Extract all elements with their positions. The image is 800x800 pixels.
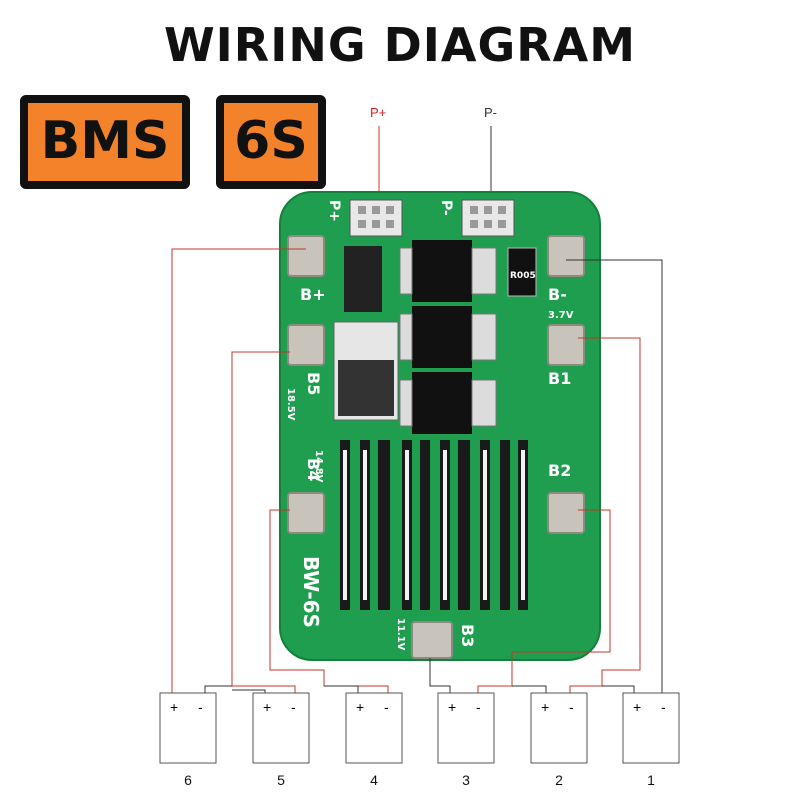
pad-b2 (547, 492, 585, 534)
p-plus-terminal-label: P+ (370, 105, 387, 120)
cell3-plus: + (448, 699, 456, 715)
silk-b-plus: B+ (300, 285, 326, 304)
silk-voltage-11-1: 11.1V (395, 618, 406, 651)
silk-b4: B4 (304, 458, 323, 481)
cell2-minus: - (569, 699, 574, 715)
silk-b-minus: B- (548, 285, 567, 304)
cell1-plus: + (633, 699, 641, 715)
wire-b-minus (566, 259, 663, 700)
wire-b-plus (171, 248, 306, 700)
cell2-plus: + (541, 699, 549, 715)
cell3-minus: - (476, 699, 481, 715)
silk-resistor-code: R005 (510, 271, 536, 281)
battery-cell-3: + - (437, 692, 495, 764)
silk-voltage-3-7: 3.7V (548, 310, 574, 321)
silk-b3: B3 (458, 624, 477, 647)
pad-b3 (411, 621, 453, 659)
battery-cells: + - + - + - + - + - + - (159, 692, 680, 764)
battery-cell-2: + - (530, 692, 588, 764)
battery-cell-4: + - (345, 692, 403, 764)
pad-b4 (287, 492, 325, 534)
silk-model: BW-6S (299, 556, 323, 628)
silk-b5: B5 (304, 372, 323, 395)
cell-4-number: 4 (370, 772, 378, 788)
silk-b2: B2 (548, 461, 571, 480)
silk-p-minus: P- (438, 200, 454, 216)
cell4-plus: + (356, 699, 364, 715)
cell-5-number: 5 (277, 772, 285, 788)
pad-b-plus (287, 235, 325, 277)
pad-b1 (547, 324, 585, 366)
cell1-minus: - (661, 699, 666, 715)
silk-voltage-18-5: 18.5V (285, 388, 296, 421)
battery-cell-1: + - (622, 692, 680, 764)
silk-voltage-14-8: 14.8V (313, 450, 324, 483)
cell6-minus: - (198, 699, 203, 715)
cell-2-number: 2 (555, 772, 563, 788)
cell-3-number: 3 (462, 772, 470, 788)
bms-pcb: B+ B- B1 B2 3.7V R005 B5 18.5V B4 14.8V … (279, 191, 601, 661)
cell6-plus: + (170, 699, 178, 715)
battery-cell-6: + - (159, 692, 217, 764)
cell-6-number: 6 (184, 772, 192, 788)
bms-badge: BMS (20, 95, 190, 189)
cell-count-badge: 6S (216, 95, 326, 189)
p-minus-terminal-label: P- (484, 105, 497, 120)
cell5-plus: + (263, 699, 271, 715)
wire-b1 (569, 337, 641, 700)
pad-b-minus (547, 235, 585, 277)
silk-p-plus: P+ (326, 200, 342, 222)
silk-b1: B1 (548, 369, 571, 388)
wire-b4 (269, 509, 389, 700)
cell-1-number: 1 (647, 772, 655, 788)
page-title: WIRING DIAGRAM (163, 18, 637, 72)
wire-b2 (477, 509, 611, 700)
pad-b5 (287, 324, 325, 366)
battery-cell-5: + - (252, 692, 310, 764)
cell4-minus: - (384, 699, 389, 715)
cell5-minus: - (291, 699, 296, 715)
